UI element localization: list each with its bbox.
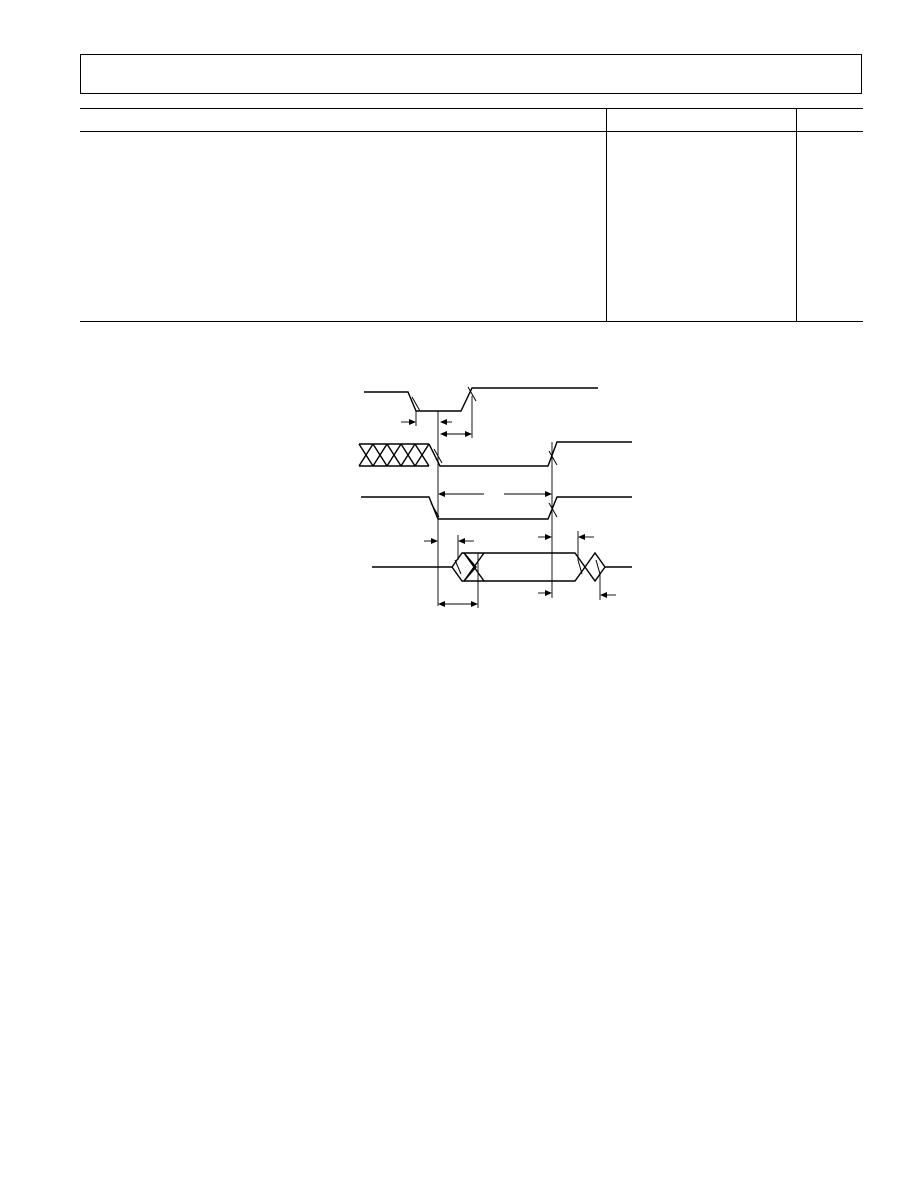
title-box [80, 54, 862, 94]
dimension-arrow [545, 590, 552, 596]
waveform-tick [454, 559, 462, 575]
dimension-arrow [545, 534, 552, 540]
waveform-2 [428, 441, 632, 467]
table-column-divider [606, 109, 607, 321]
waveform-3 [361, 496, 632, 520]
table-column-divider [796, 109, 797, 321]
dimension-arrow [438, 601, 445, 607]
dimension-arrow [458, 538, 465, 544]
dimension-arrow [409, 419, 416, 425]
dimension-arrow [431, 538, 438, 544]
dimension-arrow [471, 601, 478, 607]
waveform-tick [577, 559, 583, 575]
dimension-arrow [545, 491, 552, 497]
dimension-arrow [440, 419, 447, 425]
data-valid-window [451, 552, 586, 582]
data-invalid-diamond [584, 551, 606, 583]
data-transition [463, 552, 485, 582]
waveform-tick [595, 559, 601, 575]
dimension-arrow [578, 534, 585, 540]
waveform-tick [433, 448, 443, 464]
dimension-arrow [438, 491, 445, 497]
waveform-tick [430, 502, 440, 518]
waveform-tick [548, 502, 558, 518]
spec-table [80, 108, 863, 322]
crosshatch [358, 443, 430, 467]
dimension-arrow [600, 592, 607, 598]
waveform-tick [548, 450, 558, 466]
dimension-arrow [440, 431, 447, 437]
waveform-tick [467, 386, 477, 402]
waveform-tick [411, 396, 421, 412]
waveform-1 [364, 387, 598, 412]
table-header-rule [80, 131, 863, 132]
dimension-arrow [465, 431, 472, 437]
